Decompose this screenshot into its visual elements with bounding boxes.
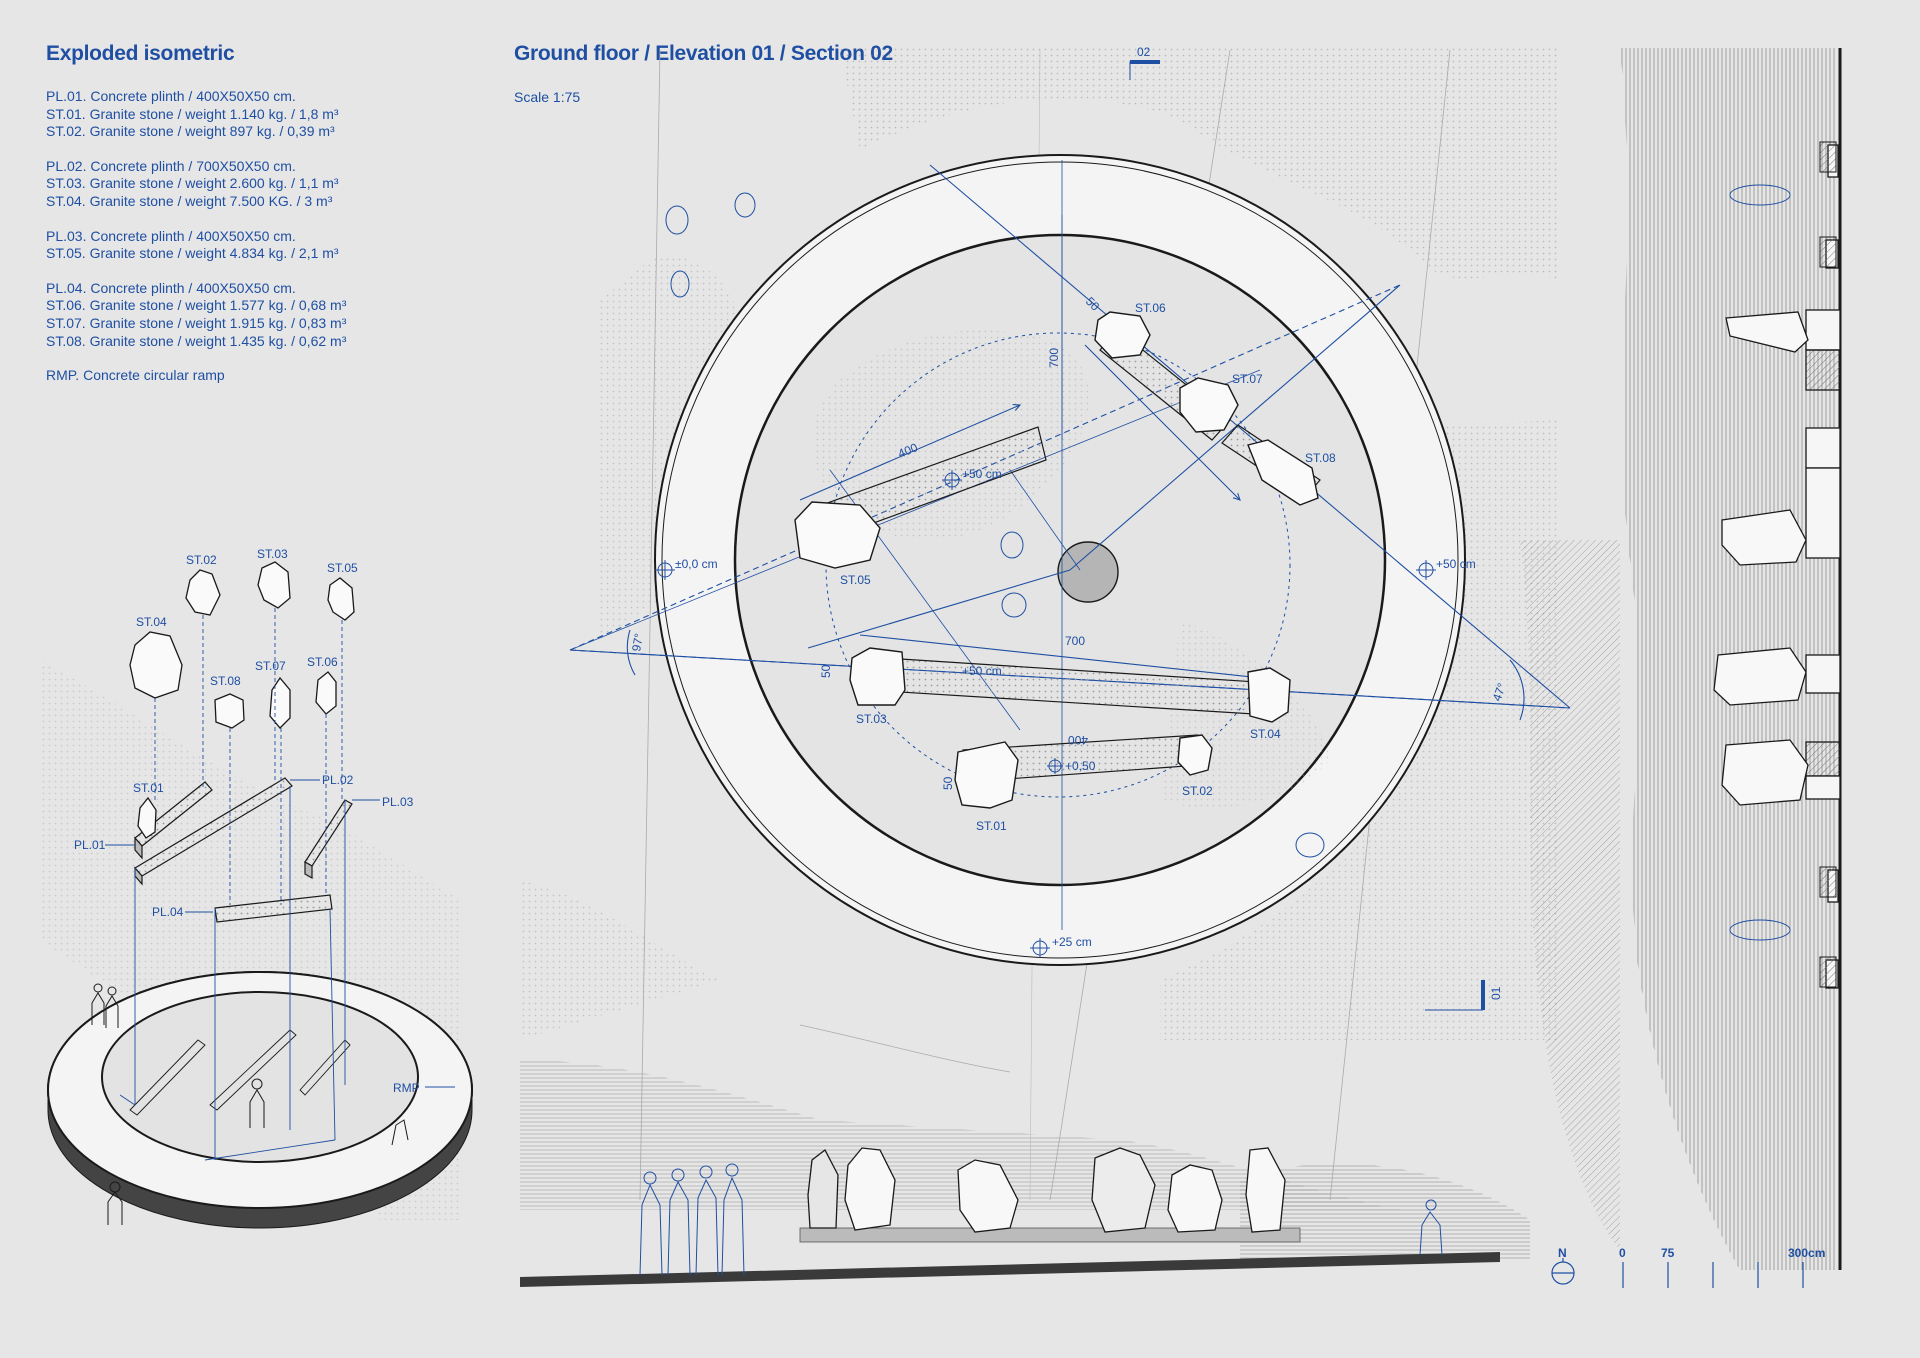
bottom-elevation (520, 1147, 1500, 1287)
label-st07: ST.07 (1232, 372, 1263, 386)
stone-st03 (849, 647, 906, 706)
level-plus050: +0,50 (1065, 759, 1096, 773)
section-stone (1725, 311, 1809, 353)
legend-line: ST.04. Granite stone / weight 7.500 KG. … (46, 192, 333, 209)
label-st02: ST.02 (1182, 784, 1213, 798)
legend-line: PL.04. Concrete plinth / 400X50X50 cm. (46, 279, 296, 296)
level-plus25: +25 cm (1052, 935, 1092, 949)
legend-group-1: PL.01. Concrete plinth / 400X50X50 cm. S… (46, 88, 346, 141)
iso-stone-st05 (327, 577, 355, 621)
iso-label-st05: ST.05 (327, 561, 358, 575)
legend-line: ST.01. Granite stone / weight 1.140 kg. … (46, 105, 339, 122)
dim-50-c: 50 (941, 776, 955, 790)
iso-label-pl02: PL.02 (322, 773, 354, 787)
label-st06: ST.06 (1135, 301, 1166, 315)
legend-group-5: RMP. Concrete circular ramp (46, 367, 346, 385)
stone-st05 (794, 501, 881, 569)
legend-group-4: PL.04. Concrete plinth / 400X50X50 cm. S… (46, 280, 346, 350)
label-st05: ST.05 (840, 573, 871, 587)
iso-label-st08: ST.08 (210, 674, 241, 688)
level-plus50-right: +50 cm (1436, 557, 1476, 571)
legend-line: ST.07. Granite stone / weight 1.915 kg. … (46, 314, 347, 331)
level-plus50-left: +50 cm (962, 467, 1002, 481)
legend-line: PL.02. Concrete plinth / 700X50X50 cm. (46, 157, 296, 174)
level-markers (655, 470, 1436, 958)
dim-700-b: 700 (1065, 634, 1085, 648)
section-stone (1721, 739, 1809, 806)
legend-group-3: PL.03. Concrete plinth / 400X50X50 cm. S… (46, 228, 346, 263)
iso-stone-st08 (214, 693, 245, 729)
stone-st06 (1094, 311, 1151, 359)
section-stone (1713, 647, 1807, 706)
legend-line: PL.03. Concrete plinth / 400X50X50 cm. (46, 227, 296, 244)
label-st01: ST.01 (976, 819, 1007, 833)
angle-97: 97° (629, 632, 646, 653)
angle-47: 47° (1490, 681, 1509, 703)
exploded-isometric-title: Exploded isometric (46, 42, 235, 65)
legend-line: RMP. Concrete circular ramp (46, 367, 225, 384)
dim-50-b: 50 (819, 664, 833, 678)
iso-stone-st02 (185, 569, 221, 616)
legend-group-2: PL.02. Concrete plinth / 700X50X50 cm. S… (46, 158, 346, 211)
legend: PL.01. Concrete plinth / 400X50X50 cm. S… (46, 88, 346, 402)
section-marker-01: 01 (1489, 986, 1503, 1000)
scale-tick-75: 75 (1661, 1246, 1675, 1260)
elevation-stone (1167, 1164, 1223, 1233)
scale-label: Scale 1:75 (514, 89, 581, 105)
iso-stone-st01 (137, 796, 157, 839)
section-marker-02: 02 (1137, 45, 1151, 59)
iso-label-st01: ST.01 (133, 781, 164, 795)
iso-label-st04: ST.04 (136, 615, 167, 629)
iso-label-rmp: RMP (393, 1081, 420, 1095)
elevation-stone (807, 1149, 839, 1229)
label-st03: ST.03 (856, 712, 887, 726)
elevation-stone (1091, 1147, 1156, 1233)
label-st04: ST.04 (1250, 727, 1281, 741)
level-plus50-mid: +50 cm (962, 664, 1002, 678)
iso-label-st07: ST.07 (255, 659, 286, 673)
dim-700-a: 700 (1047, 348, 1061, 368)
elevation-stone (844, 1147, 896, 1231)
section-stone (1721, 509, 1807, 566)
plan-people (665, 184, 1791, 941)
exploded-isometric (47, 561, 473, 1229)
iso-label-pl04: PL.04 (152, 905, 184, 919)
stone-st08 (1247, 439, 1319, 506)
plan-title: Ground floor / Elevation 01 / Section 02 (514, 42, 893, 65)
plan-stones (794, 311, 1319, 809)
legend-line: ST.02. Granite stone / weight 897 kg. / … (46, 123, 335, 140)
iso-stone-st03 (257, 561, 291, 609)
elevation-stone (1245, 1147, 1286, 1233)
iso-label-st02: ST.02 (186, 553, 217, 567)
iso-label-pl03: PL.03 (382, 795, 414, 809)
scale-tick-300: 300cm (1788, 1246, 1825, 1260)
iso-stone-st06 (315, 671, 337, 715)
dim-400-b: 400 (1068, 733, 1088, 747)
iso-label-st03: ST.03 (257, 547, 288, 561)
legend-line: ST.08. Granite stone / weight 1.435 kg. … (46, 332, 347, 349)
legend-line: PL.01. Concrete plinth / 400X50X50 cm. (46, 88, 296, 104)
stone-st01 (954, 741, 1019, 809)
compass-scale: N 0 75 300cm (1551, 1246, 1825, 1288)
legend-line: ST.03. Granite stone / weight 2.600 kg. … (46, 175, 339, 192)
legend-line: ST.05. Granite stone / weight 4.834 kg. … (46, 245, 339, 262)
iso-label-pl01: PL.01 (74, 838, 106, 852)
elevation-stone (957, 1159, 1019, 1233)
iso-stone-st04 (129, 631, 183, 699)
iso-label-st06: ST.06 (307, 655, 338, 669)
stone-st04 (1247, 667, 1291, 723)
stone-st07 (1179, 377, 1239, 433)
scale-tick-0: 0 (1619, 1246, 1626, 1260)
right-section (1713, 48, 1842, 1270)
plan-circular-ramp (654, 154, 1466, 966)
label-st08: ST.08 (1305, 451, 1336, 465)
north-label: N (1558, 1246, 1567, 1260)
stone-st02 (1177, 734, 1213, 776)
iso-labels: ST.02 ST.03 ST.05 ST.04 ST.08 ST.07 ST.0… (74, 547, 420, 1095)
level-zero: ±0,0 cm (675, 557, 718, 571)
plan-labels: ST.06 ST.07 ST.08 ST.05 ST.03 ST.04 ST.0… (629, 45, 1509, 1000)
iso-stone-st07 (269, 676, 291, 729)
legend-line: ST.06. Granite stone / weight 1.577 kg. … (46, 297, 347, 314)
